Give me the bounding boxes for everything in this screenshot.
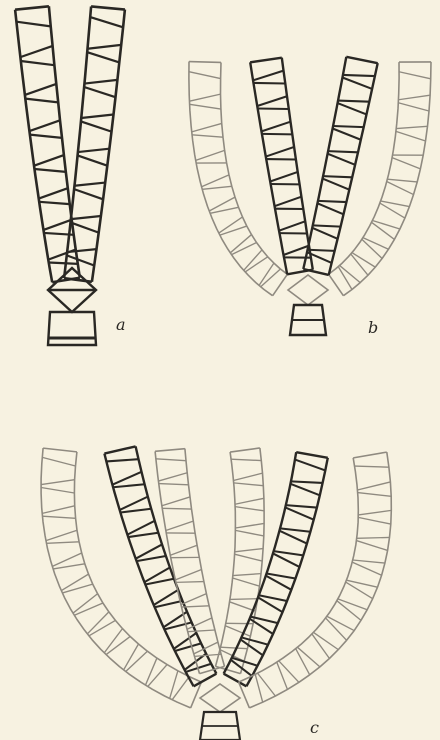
arm-b-inner-right xyxy=(303,57,377,275)
arm-drawings xyxy=(15,6,431,708)
arm-b-outer-left xyxy=(189,62,288,296)
arm-b-outer-right xyxy=(329,62,431,296)
arm-b-inner-left xyxy=(250,58,313,275)
arm-a-left xyxy=(15,6,80,282)
panel-label-c: c xyxy=(310,718,319,737)
arm-c-3 xyxy=(155,449,224,674)
arm-c-2 xyxy=(104,446,216,686)
panel-label-a: a xyxy=(116,315,126,334)
panel-label-b: b xyxy=(368,318,378,337)
stem-base-c xyxy=(200,684,240,740)
arm-c-6 xyxy=(239,452,392,708)
stem-base-b xyxy=(288,275,328,335)
arm-c-5 xyxy=(224,452,328,686)
